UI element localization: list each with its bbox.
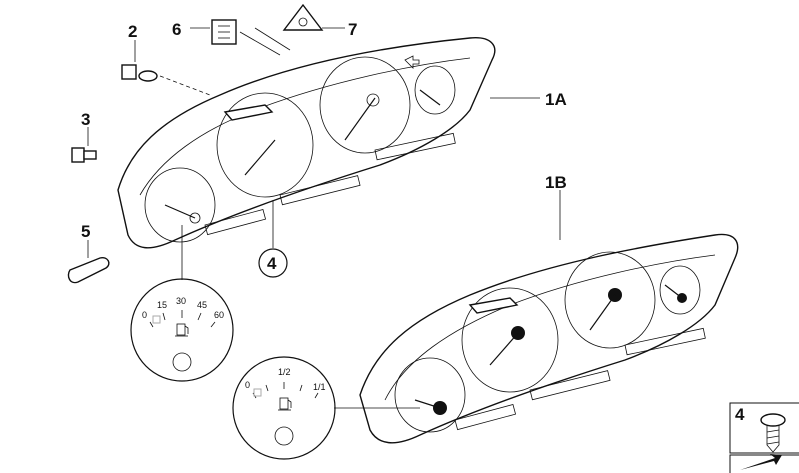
cover-part-5[interactable]	[67, 256, 110, 284]
callout-4-circle	[258, 248, 288, 278]
fuel-gauge-detail-2: 0 1/2 1/1	[232, 356, 336, 460]
callout-5: 5	[81, 222, 90, 241]
instrument-cluster-1a[interactable]	[117, 37, 496, 249]
callout-1a: 1A	[545, 90, 567, 109]
gauge2-tick-0: 0	[245, 380, 250, 390]
fuel-gauge-detail-1: 0 15 30 45 60	[130, 278, 234, 382]
connector-part-6[interactable]	[211, 19, 237, 45]
bulb-socket-part-2[interactable]	[121, 64, 211, 96]
callout-3: 3	[81, 110, 90, 129]
fuel-warning-lamp-icon-2	[253, 388, 262, 397]
gauge1-tick-15: 15	[157, 300, 167, 310]
callout-6: 6	[172, 20, 181, 39]
callout-4-box: 4	[735, 405, 745, 424]
callout-7: 7	[348, 20, 357, 39]
warning-sticker-part-7[interactable]	[239, 3, 324, 56]
leader-lines	[87, 27, 561, 409]
callout-2: 2	[128, 22, 137, 41]
gauge2-tick-full: 1/1	[313, 382, 326, 392]
bulb-part-3[interactable]	[71, 147, 97, 163]
next-part-box	[729, 454, 799, 473]
fuel-pump-icon	[175, 323, 189, 337]
screw-part-box	[729, 402, 799, 454]
callout-4: 4	[267, 254, 277, 273]
screw-part-4[interactable]	[760, 413, 786, 453]
gauge1-tick-0: 0	[142, 310, 147, 320]
instrument-cluster-1b[interactable]	[359, 233, 739, 444]
gauge2-tick-half: 1/2	[278, 367, 291, 377]
arrow-icon	[740, 454, 782, 470]
fuel-pump-icon-2	[278, 397, 292, 411]
fuel-warning-lamp-icon	[152, 315, 161, 324]
gauge1-tick-45: 45	[197, 300, 207, 310]
callout-1b: 1B	[545, 173, 567, 192]
gauge1-tick-30: 30	[176, 296, 186, 306]
gauge1-tick-60: 60	[214, 310, 224, 320]
